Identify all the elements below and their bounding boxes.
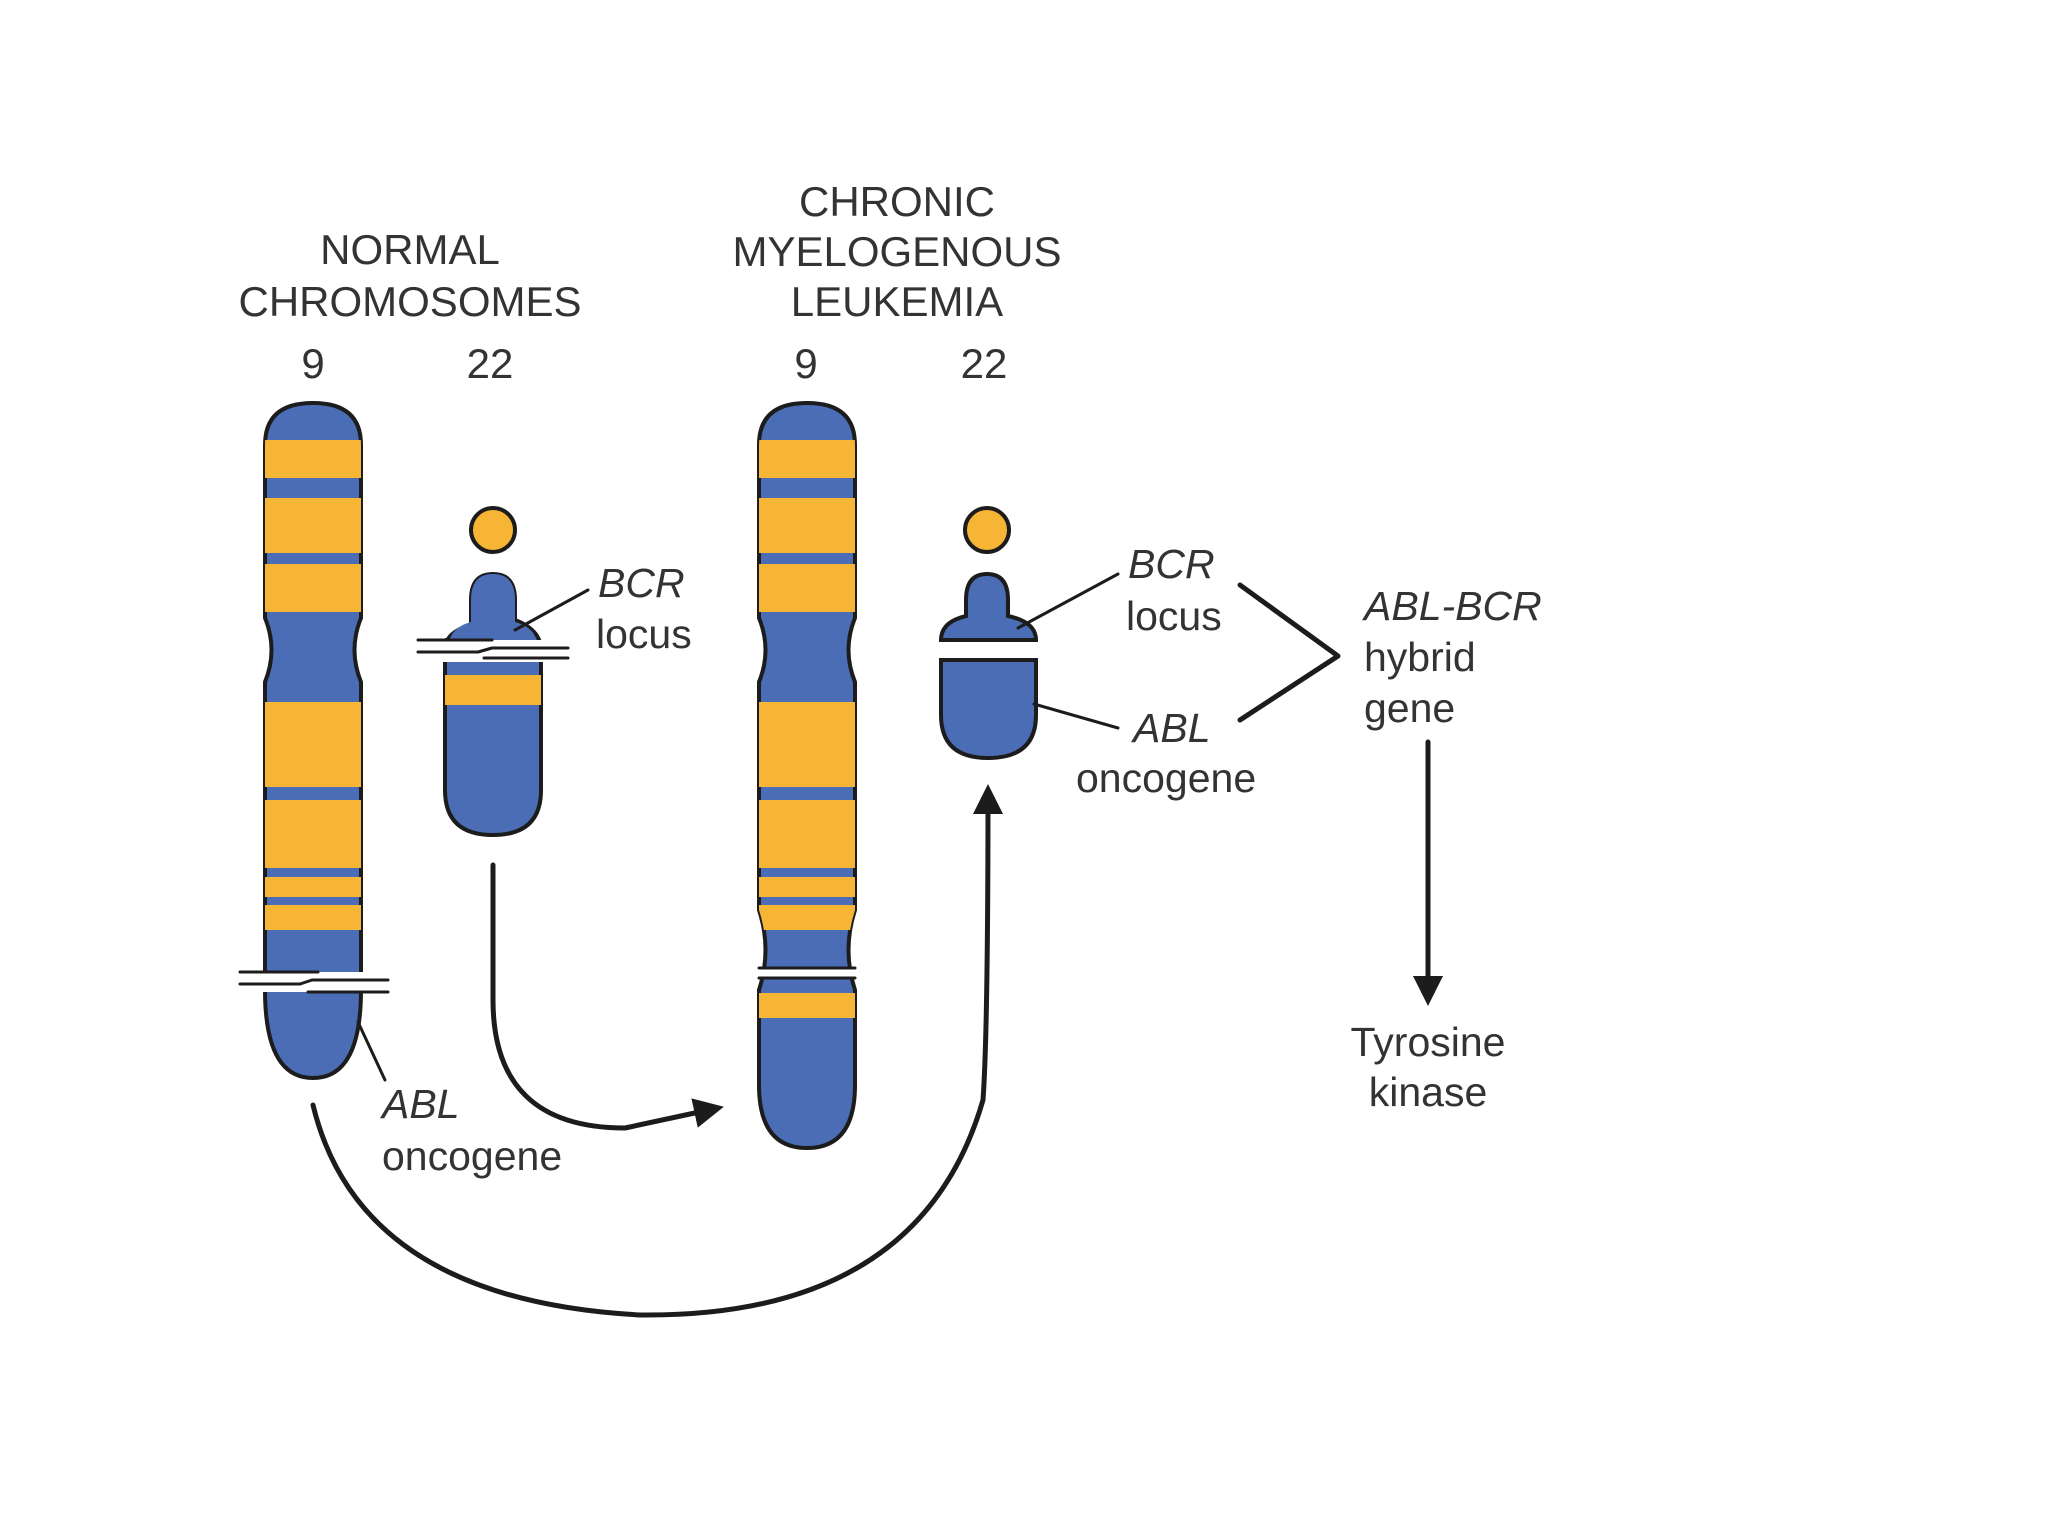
bcr-locus-label-normal: BCR locus — [596, 560, 692, 657]
abl-bcr-hybrid-gene-label: ABL-BCR hybrid gene — [1361, 583, 1542, 731]
normal-chromosome-22 — [416, 506, 570, 838]
normal-chromosomes-header: NORMAL CHROMOSOMES — [238, 226, 581, 325]
bcr-pointer-cml — [1016, 572, 1120, 630]
cml-chromosome-9-number: 9 — [794, 340, 817, 387]
cml-chromosome-9 — [754, 400, 860, 1151]
hybrid-gene-name: ABL-BCR — [1361, 583, 1542, 629]
cml-9-junction — [754, 968, 860, 978]
normal-9-break-gap — [240, 972, 388, 992]
abl-oncogene-text-cml: oncogene — [1076, 755, 1256, 801]
abl-gene-name: ABL — [379, 1081, 460, 1127]
abl-oncogene-text: oncogene — [382, 1133, 562, 1179]
product-line1: Tyrosine — [1351, 1019, 1506, 1065]
normal-chromosome-9-number: 9 — [301, 340, 324, 387]
abl-oncogene-label-cml: ABL oncogene — [1076, 705, 1256, 801]
hybrid-bracket — [1237, 582, 1341, 723]
hybrid-gene-line2: hybrid — [1364, 634, 1476, 680]
normal-22-satellite — [469, 506, 517, 554]
normal-header-line1: NORMAL — [320, 226, 500, 273]
bcr-pointer-normal — [513, 588, 590, 632]
normal-chromosome-9-bands — [265, 440, 361, 930]
normal-header-line2: CHROMOSOMES — [238, 278, 581, 325]
cml-chromosome-22-number: 22 — [961, 340, 1008, 387]
normal-chromosome-22-number: 22 — [467, 340, 514, 387]
abl-gene-name-cml: ABL — [1130, 705, 1211, 751]
product-line2: kinase — [1369, 1069, 1488, 1115]
normal-chromosome-9 — [238, 400, 390, 1081]
bcr-locus-text-cml: locus — [1126, 593, 1222, 639]
cml-22-satellite — [963, 506, 1011, 554]
abl-pointer-normal — [356, 1020, 387, 1082]
abl-pointer-cml — [1032, 702, 1120, 730]
tyrosine-kinase-label: Tyrosine kinase — [1351, 1019, 1506, 1115]
cml-chromosome-9-bands — [759, 440, 855, 1018]
normal-chromosome-22-bands — [445, 675, 541, 705]
abl-oncogene-label-normal: ABL oncogene — [379, 1081, 562, 1179]
bcr-locus-text: locus — [596, 611, 692, 657]
bcr-gene-name: BCR — [598, 560, 685, 606]
cml-header-line3: LEUKEMIA — [791, 278, 1003, 325]
bcr-locus-label-cml: BCR locus — [1126, 541, 1222, 639]
cml-header-line1: CHRONIC — [799, 178, 995, 225]
bcr-gene-name-cml: BCR — [1128, 541, 1215, 587]
hybrid-gene-line3: gene — [1364, 685, 1455, 731]
cml-header-line2: MYELOGENOUS — [732, 228, 1061, 275]
cml-header: CHRONIC MYELOGENOUS LEUKEMIA — [732, 178, 1061, 325]
arrow-22-to-9 — [490, 862, 724, 1131]
cml-philadelphia-chromosome — [938, 506, 1039, 761]
arrow-9-to-22 — [310, 784, 1003, 1318]
